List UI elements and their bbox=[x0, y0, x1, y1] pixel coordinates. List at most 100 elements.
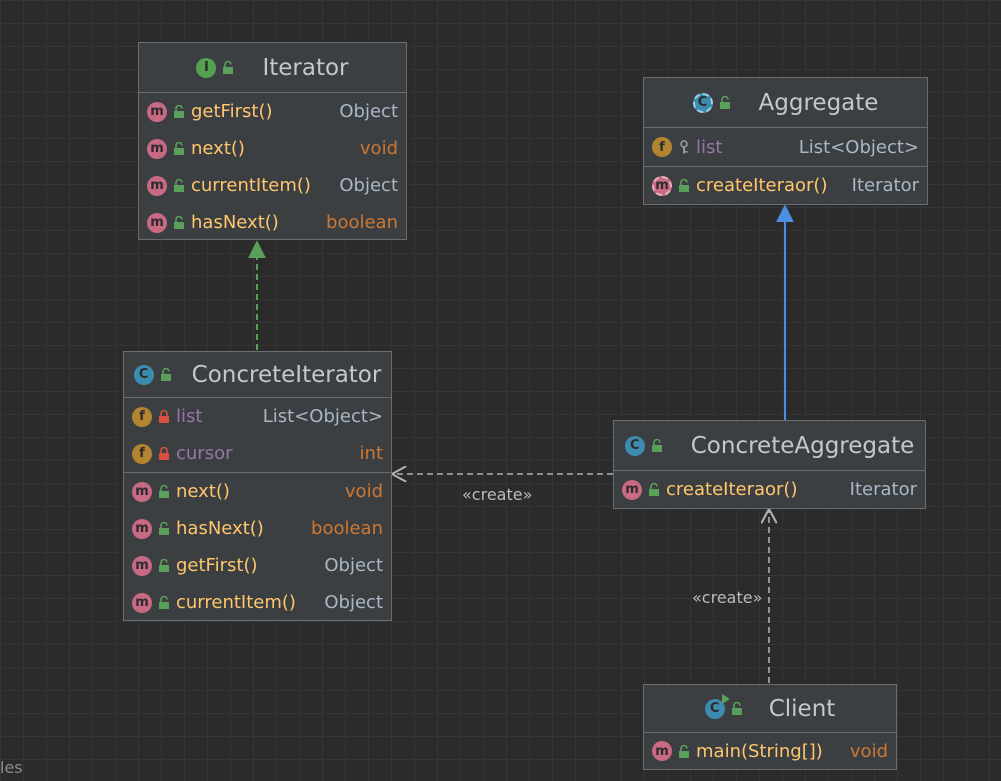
field-row[interactable]: f cursor int bbox=[124, 435, 391, 472]
method-row[interactable]: m currentItem() Object bbox=[124, 584, 391, 621]
class-icon: C bbox=[624, 435, 645, 456]
aggregate-node[interactable]: C Aggregate f list List<Object> m create… bbox=[643, 77, 928, 205]
public-unlock-icon bbox=[651, 439, 662, 452]
run-arrow-icon bbox=[721, 693, 730, 704]
client-node[interactable]: C Client m main(String[]) void bbox=[643, 684, 897, 770]
method-type: boolean bbox=[311, 518, 383, 539]
field-icon: f bbox=[652, 137, 672, 157]
method-icon: m bbox=[132, 518, 152, 539]
concrete-aggregate-header: C ConcreteAggregate bbox=[614, 421, 925, 471]
public-unlock-icon bbox=[719, 96, 730, 109]
method-name: getFirst() bbox=[191, 101, 273, 122]
create-label-2: «create» bbox=[692, 588, 763, 607]
field-name: list bbox=[176, 406, 203, 427]
public-unlock-icon bbox=[174, 105, 184, 118]
method-icon: m bbox=[147, 212, 167, 233]
method-row[interactable]: m createIteraor() Iterator bbox=[614, 471, 925, 508]
private-lock-icon bbox=[159, 410, 169, 423]
method-name: getFirst() bbox=[176, 555, 258, 576]
method-row[interactable]: m getFirst() Object bbox=[139, 93, 406, 130]
method-row[interactable]: m hasNext() boolean bbox=[139, 204, 406, 241]
public-unlock-icon bbox=[159, 596, 169, 609]
method-icon: m bbox=[147, 101, 167, 122]
method-icon: m bbox=[132, 592, 152, 613]
field-type: List<Object> bbox=[262, 406, 383, 427]
client-header: C Client bbox=[644, 685, 896, 733]
field-type: int bbox=[359, 443, 383, 464]
truncated-label: les bbox=[0, 758, 23, 777]
private-lock-icon bbox=[159, 447, 169, 460]
field-row[interactable]: f list List<Object> bbox=[124, 398, 391, 435]
public-unlock-icon bbox=[679, 179, 689, 192]
public-unlock-icon bbox=[174, 179, 184, 192]
method-type: Object bbox=[324, 555, 383, 576]
field-type: List<Object> bbox=[798, 136, 919, 158]
static-method-icon: m bbox=[652, 741, 672, 761]
method-row[interactable]: m currentItem() Object bbox=[139, 167, 406, 204]
client-methods: m main(String[]) void bbox=[644, 733, 896, 769]
concrete-aggregate-node[interactable]: C ConcreteAggregate m createIteraor() It… bbox=[613, 420, 926, 509]
interface-icon: I bbox=[196, 57, 217, 78]
method-row[interactable]: m createIteraor() Iterator bbox=[644, 167, 927, 204]
method-icon: m bbox=[622, 479, 642, 500]
concrete-aggregate-title: ConcreteAggregate bbox=[690, 432, 915, 459]
abstract-class-icon: C bbox=[692, 92, 713, 113]
method-name: currentItem() bbox=[176, 592, 296, 613]
concrete-iterator-fields: f list List<Object> f cursor int bbox=[124, 398, 391, 473]
method-row[interactable]: m next() void bbox=[124, 473, 391, 510]
concrete-iterator-node[interactable]: C ConcreteIterator f list List<Object> f… bbox=[123, 351, 392, 621]
public-unlock-icon bbox=[159, 522, 169, 535]
method-row[interactable]: m hasNext() boolean bbox=[124, 510, 391, 547]
method-type: Object bbox=[339, 175, 398, 196]
create-label-1: «create» bbox=[462, 485, 533, 504]
method-row[interactable]: m main(String[]) void bbox=[644, 733, 896, 769]
method-name: next() bbox=[191, 138, 245, 159]
public-unlock-icon bbox=[159, 559, 169, 572]
method-icon: m bbox=[147, 138, 167, 159]
method-type: boolean bbox=[326, 212, 398, 233]
method-name: createIteraor() bbox=[696, 175, 828, 196]
public-unlock-icon bbox=[174, 216, 184, 229]
class-icon: C bbox=[133, 364, 154, 385]
public-unlock-icon bbox=[223, 61, 234, 74]
iterator-title: Iterator bbox=[262, 54, 349, 81]
method-icon: m bbox=[147, 175, 167, 196]
field-row[interactable]: f list List<Object> bbox=[644, 128, 927, 166]
runnable-class-icon: C bbox=[704, 693, 730, 719]
iterator-node[interactable]: I Iterator m getFirst() Object m next() … bbox=[138, 42, 407, 240]
method-type: void bbox=[359, 138, 398, 159]
method-type: Iterator bbox=[851, 175, 919, 196]
iterator-header: I Iterator bbox=[139, 43, 406, 93]
method-name: next() bbox=[176, 481, 230, 502]
aggregate-methods: m createIteraor() Iterator bbox=[644, 167, 927, 204]
field-icon: f bbox=[132, 443, 152, 464]
concrete-iterator-header: C ConcreteIterator bbox=[124, 352, 391, 398]
method-type: void bbox=[344, 481, 383, 502]
concrete-iterator-methods: m next() void m hasNext() boolean m getF… bbox=[124, 473, 391, 621]
iterator-methods: m getFirst() Object m next() void m curr… bbox=[139, 93, 406, 241]
method-row[interactable]: m next() void bbox=[139, 130, 406, 167]
public-unlock-icon bbox=[731, 702, 742, 715]
method-name: createIteraor() bbox=[666, 479, 798, 500]
client-title: Client bbox=[768, 695, 836, 722]
method-icon: m bbox=[652, 175, 672, 196]
method-type: Object bbox=[339, 101, 398, 122]
public-unlock-icon bbox=[649, 483, 659, 496]
public-unlock-icon bbox=[679, 744, 689, 758]
method-row[interactable]: m getFirst() Object bbox=[124, 547, 391, 584]
method-name: currentItem() bbox=[191, 175, 311, 196]
public-unlock-icon bbox=[174, 142, 184, 155]
public-unlock-icon bbox=[159, 485, 169, 498]
aggregate-title: Aggregate bbox=[758, 89, 879, 116]
method-type: Object bbox=[324, 592, 383, 613]
method-name: hasNext() bbox=[191, 212, 279, 233]
concrete-iterator-title: ConcreteIterator bbox=[191, 361, 382, 388]
method-icon: m bbox=[132, 481, 152, 502]
public-unlock-icon bbox=[160, 368, 171, 381]
method-type: void bbox=[849, 740, 888, 762]
method-type: Iterator bbox=[849, 479, 917, 500]
field-name: cursor bbox=[176, 443, 233, 464]
field-name: list bbox=[696, 136, 723, 158]
method-name: hasNext() bbox=[176, 518, 264, 539]
